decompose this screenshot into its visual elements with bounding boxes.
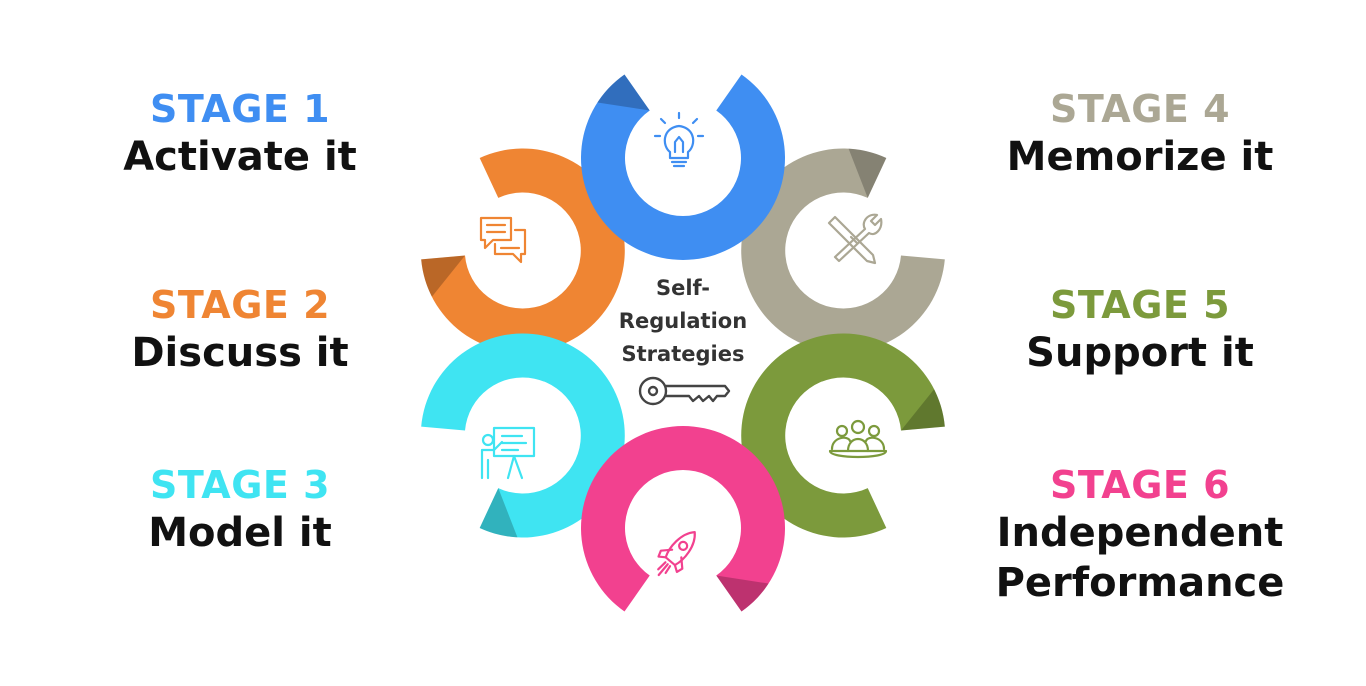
ring-fold-shade (479, 488, 518, 538)
stage-5-label: STAGE 5 Support it (970, 282, 1310, 378)
stage-number: STAGE 5 (1049, 283, 1231, 327)
stage-number: STAGE 4 (1049, 87, 1231, 131)
tools-icon (827, 213, 883, 265)
stage-title: Support it (1026, 330, 1254, 376)
ring-fold-shade (716, 575, 769, 612)
ring-fold-shade (421, 255, 466, 297)
center-title-line: Strategies (621, 342, 745, 366)
stage-title: Activate it (123, 134, 357, 180)
ring-arc-stage-3 (421, 333, 625, 538)
key-icon (638, 376, 731, 406)
center-title: Self- Regulation Strategies (583, 272, 783, 371)
center-title-line: Self- (655, 276, 711, 300)
stage-number: STAGE 1 (149, 87, 331, 131)
ring-fold-shade (597, 74, 650, 111)
ring-arcs (421, 74, 945, 612)
rocket-icon (657, 530, 696, 577)
ring-arc-stage-1 (581, 74, 785, 261)
ring-arc-stage-4 (741, 148, 945, 353)
stage-title: Model it (148, 510, 332, 556)
stage-number: STAGE 3 (149, 463, 331, 507)
stage-4-label: STAGE 4 Memorize it (970, 86, 1310, 182)
ring-arc-stage-2 (421, 148, 625, 353)
stage-title: Independent Performance (995, 510, 1285, 606)
lightbulb-icon (653, 111, 705, 168)
stage-title: Memorize it (1006, 134, 1274, 180)
stage-number: STAGE 2 (149, 283, 331, 327)
center-title-line: Regulation (618, 309, 748, 333)
ring-arc-stage-5 (741, 333, 945, 538)
ring-arc-stage-6 (581, 426, 785, 612)
presentation-icon (480, 426, 536, 480)
team-icon (828, 419, 888, 459)
stage-6-label: STAGE 6 Independent Performance (970, 462, 1310, 608)
stage-title: Discuss it (131, 330, 349, 376)
stage-number: STAGE 6 (1049, 463, 1231, 507)
stage-1-label: STAGE 1 Activate it (70, 86, 410, 182)
stage-2-label: STAGE 2 Discuss it (70, 282, 410, 378)
ring-fold-shade (900, 389, 945, 431)
ring-fold-shade (848, 148, 887, 198)
chat-bubbles-icon (479, 216, 527, 264)
stage-3-label: STAGE 3 Model it (70, 462, 410, 558)
